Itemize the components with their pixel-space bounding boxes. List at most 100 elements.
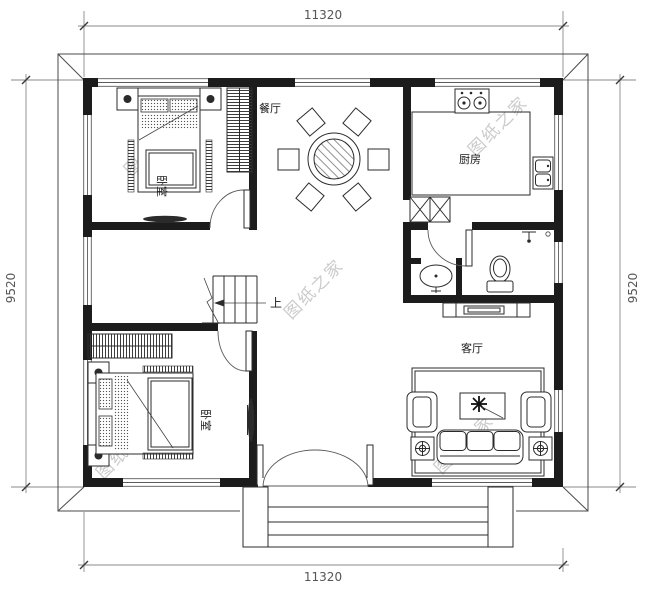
kitchen-label: 厨房 xyxy=(459,153,481,166)
kitchen-stove-icon xyxy=(454,88,490,114)
window-living-east xyxy=(554,390,563,432)
living-tv-cabinet xyxy=(442,302,531,318)
entry-porch xyxy=(240,486,516,549)
living-sofa xyxy=(436,429,524,465)
bedroom2-rug-top xyxy=(142,365,194,373)
wall-basin-nook xyxy=(403,258,421,264)
wall-kitchen-south xyxy=(403,222,563,230)
stair-break-line xyxy=(203,277,220,325)
bedroom1-door xyxy=(209,189,251,229)
living-room: 客厅 xyxy=(406,302,553,477)
dimension-left: 9520 xyxy=(4,74,83,493)
bedroom1-door-leaf xyxy=(243,189,251,229)
window-dining-north xyxy=(295,78,370,87)
bedroom2-pillow-top xyxy=(98,378,113,410)
stairs-up-label: 上 xyxy=(270,296,282,310)
bedroom2-blanket-fold xyxy=(126,379,174,449)
kitchen-flue-icon xyxy=(409,196,451,223)
doors xyxy=(209,189,473,488)
bathroom-basin-icon xyxy=(419,264,453,293)
bedroom1-lamp-right-icon xyxy=(206,95,215,103)
wall-living-north xyxy=(403,295,563,303)
window-bedroom2-south xyxy=(123,478,220,487)
watermark-center: 图纸之家 xyxy=(281,256,349,324)
dining-room: 餐厅 xyxy=(259,101,390,212)
living-tv-icon xyxy=(463,305,505,315)
entry-jamb-right xyxy=(366,444,374,486)
bedroom2-bed xyxy=(87,372,194,455)
window-kitchen-north xyxy=(435,78,540,87)
dimension-bottom-value: 11320 xyxy=(304,570,342,584)
dining-chair-nw xyxy=(296,107,326,137)
bedroom2-blanket xyxy=(114,376,129,450)
bedroom1-pillow-right xyxy=(169,98,198,113)
porch-pier-right xyxy=(487,486,514,548)
bathroom-door-leaf xyxy=(465,229,473,267)
bathroom-shower-icon xyxy=(522,231,551,243)
porch-pier-left xyxy=(242,486,269,548)
dimension-top: 11320 xyxy=(78,8,569,77)
dimension-right-value: 9520 xyxy=(626,273,640,304)
bedroom2: 卧室 xyxy=(87,333,255,467)
bathroom-door-opening xyxy=(428,222,472,230)
wall-kitchen-west xyxy=(403,87,411,200)
bathroom xyxy=(419,231,551,293)
wall-bedroom2-north xyxy=(83,323,218,331)
stairs: 上 xyxy=(202,275,282,325)
eave-miter-top-right xyxy=(562,53,589,81)
wall-bathroom-partition xyxy=(456,258,462,298)
living-armchair-right xyxy=(520,391,552,433)
plant-icon xyxy=(471,396,487,412)
dining-chair-e xyxy=(367,148,390,171)
stair-arrow-icon xyxy=(214,299,224,307)
wall-bedroom1-south xyxy=(83,222,210,230)
dimension-bottom: 11320 xyxy=(78,512,569,584)
bedroom1-label: 卧室 xyxy=(155,175,169,197)
living-coffee-table xyxy=(459,392,506,420)
eave-miter-top-left xyxy=(57,53,85,81)
living-side-table-right xyxy=(528,436,553,461)
bedroom1-tv-icon xyxy=(143,215,187,223)
bedroom2-foot-box xyxy=(147,377,193,451)
window-kitchen-east xyxy=(554,115,563,190)
window-bedroom1-west xyxy=(83,115,92,195)
bedroom2-rug-bottom xyxy=(142,452,194,460)
window-bathroom-east xyxy=(554,242,563,283)
bedroom1-lamp-left-icon xyxy=(123,95,132,103)
bedroom1-blanket-fold xyxy=(138,105,199,141)
wall-bedroom1-east xyxy=(249,87,257,230)
bedroom1-foot-box xyxy=(145,149,197,189)
dimension-top-value: 11320 xyxy=(304,8,342,22)
living-side-table-left xyxy=(410,436,435,461)
dimension-left-value: 9520 xyxy=(4,273,18,304)
eave-miter-bottom-left xyxy=(57,486,85,512)
window-hall-west xyxy=(83,237,92,305)
dining-label: 餐厅 xyxy=(259,101,281,115)
bedroom2-label: 卧室 xyxy=(199,409,213,431)
living-armchair-left xyxy=(406,391,438,433)
window-bedroom1-north xyxy=(98,78,208,87)
dining-chair-se xyxy=(342,182,372,212)
dining-chair-w xyxy=(277,148,300,171)
kitchen: 厨房 xyxy=(409,88,554,223)
eave-miter-bottom-right xyxy=(562,486,589,512)
bedroom1-pillow-left xyxy=(140,98,169,113)
dining-chair-ne xyxy=(342,107,372,137)
dimension-right: 9520 xyxy=(563,74,640,493)
bathroom-toilet-icon xyxy=(486,255,514,293)
window-living-south xyxy=(432,478,532,487)
bedroom2-pillow-bottom xyxy=(98,415,113,447)
kitchen-sink-icon xyxy=(532,156,554,190)
entry-double-door xyxy=(258,449,369,488)
bedroom2-door xyxy=(217,330,253,372)
bathroom-door xyxy=(427,229,473,267)
entry-door-arc-left xyxy=(262,449,316,488)
bedroom2-tv-icon xyxy=(247,398,255,442)
wall-bathroom-west xyxy=(403,230,411,303)
bedroom1-rug-right xyxy=(205,139,213,193)
dining-chair-sw xyxy=(295,182,325,212)
bedroom1-blanket xyxy=(140,114,198,129)
living-label: 客厅 xyxy=(461,341,483,355)
